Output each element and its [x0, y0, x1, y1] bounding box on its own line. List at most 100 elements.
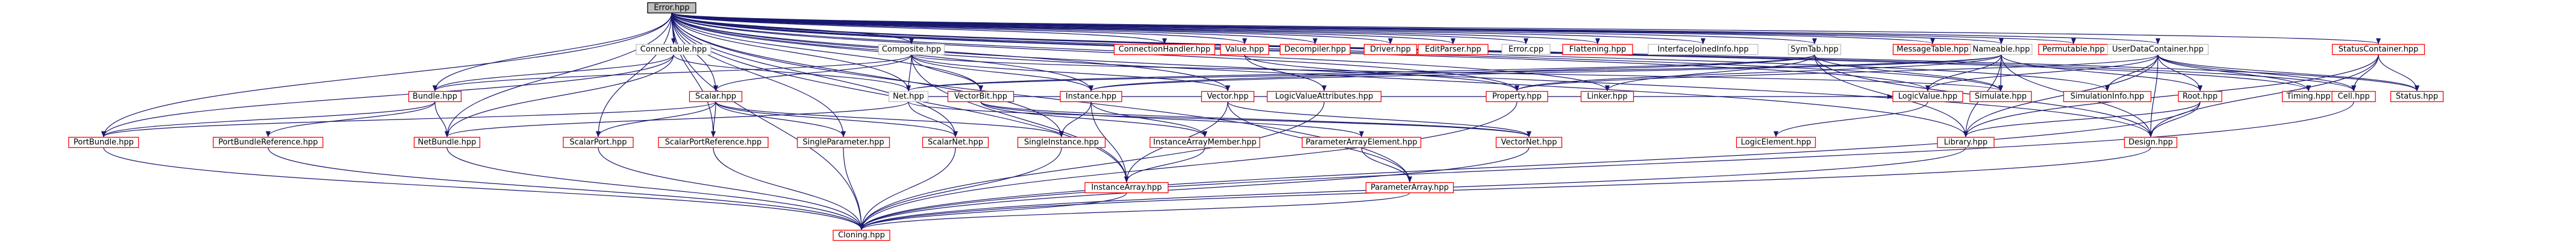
node-instancearraymember-hpp[interactable]: InstanceArrayMember.hpp — [1149, 136, 1260, 148]
node-label: Cell.hpp — [2337, 92, 2369, 101]
node-interfacejoinedinfo-hpp[interactable]: InterfaceJoinedInfo.hpp — [1648, 43, 1758, 56]
node-library-hpp[interactable]: Library.hpp — [1937, 136, 1995, 148]
node-label: InstanceArrayMember.hpp — [1153, 138, 1256, 147]
edge-scalar-to-scalarport — [596, 101, 716, 138]
edge-connectable-to-net — [673, 54, 911, 92]
edge-scalar-to-scalarnet — [715, 101, 958, 138]
node-netbundle-hpp[interactable]: NetBundle.hpp — [413, 136, 481, 148]
node-box — [689, 91, 743, 103]
node-nameable-hpp[interactable]: Nameable.hpp — [1970, 43, 2033, 56]
node-parameterarray-hpp[interactable]: ParameterArray.hpp — [1365, 182, 1454, 194]
edge-userdatacontainer-to-timing — [2157, 54, 2311, 92]
edge-bundle-to-portbundle — [101, 101, 436, 138]
node-label: ScalarNet.hpp — [928, 138, 983, 147]
node-driver-hpp[interactable]: Driver.hpp — [1363, 43, 1418, 56]
node-box — [1418, 43, 1489, 56]
node-status-hpp[interactable]: Status.hpp — [2390, 91, 2444, 103]
edge-userdatacontainer-to-design — [2148, 54, 2159, 138]
node-symtab-hpp[interactable]: SymTab.hpp — [1787, 43, 1842, 56]
node-box — [1648, 43, 1758, 56]
node-permutable-hpp[interactable]: Permutable.hpp — [2038, 43, 2109, 56]
node-logicelement-hpp[interactable]: LogicElement.hpp — [1736, 136, 1816, 148]
node-label: StatusContainer.hpp — [2339, 45, 2419, 54]
node-simulate-hpp[interactable]: Simulate.hpp — [1969, 91, 2032, 103]
node-box — [1495, 136, 1563, 148]
edge-nameable-to-net — [906, 54, 2002, 92]
node-flattening-hpp[interactable]: Flattening.hpp — [1562, 43, 1633, 56]
node-label: EditParser.hpp — [1425, 45, 1481, 54]
node-label: PortBundle.hpp — [73, 138, 134, 147]
edge-error-to-userdatacontainer — [671, 12, 2160, 45]
node-connectionhandler-hpp[interactable]: ConnectionHandler.hpp — [1113, 43, 1216, 56]
node-instancearray-hpp[interactable]: InstanceArray.hpp — [1084, 182, 1169, 194]
node-singleparameter-hpp[interactable]: SingleParameter.hpp — [796, 136, 890, 148]
node-box — [1580, 91, 1634, 103]
node-scalar-hpp[interactable]: Scalar.hpp — [689, 91, 743, 103]
node-logicvalue-hpp[interactable]: LogicValue.hpp — [1892, 91, 1963, 103]
node-value-hpp[interactable]: Value.hpp — [1220, 43, 1269, 56]
edges-layer — [101, 12, 2419, 231]
node-portbundle-hpp[interactable]: PortBundle.hpp — [68, 136, 139, 148]
node-box — [1892, 91, 1963, 103]
node-box — [947, 91, 1014, 103]
node-bundle-hpp[interactable]: Bundle.hpp — [408, 91, 462, 103]
node-label: Cloning.hpp — [838, 231, 885, 240]
node-box — [413, 136, 481, 148]
node-scalarport-hpp[interactable]: ScalarPort.hpp — [563, 136, 634, 148]
node-messagetable-hpp[interactable]: MessageTable.hpp — [1892, 43, 1973, 56]
node-userdatacontainer-hpp[interactable]: UserDataContainer.hpp — [2107, 43, 2209, 56]
edge-composite-to-instancearray — [911, 54, 1129, 183]
node-label: ScalarPortReference.hpp — [665, 138, 761, 147]
node-cell-hpp[interactable]: Cell.hpp — [2331, 91, 2376, 103]
node-root-hpp[interactable]: Root.hpp — [2178, 91, 2222, 103]
node-parameterarrayelement-hpp[interactable]: ParameterArrayElement.hpp — [1301, 136, 1422, 148]
edge-value-to-logicvalueattributes — [1244, 54, 1327, 92]
node-label: Error.hpp — [654, 4, 689, 13]
node-cloning-hpp[interactable]: Cloning.hpp — [833, 229, 890, 241]
edge-composite-to-vectorbit — [911, 54, 983, 92]
node-instance-hpp[interactable]: Instance.hpp — [1060, 91, 1122, 103]
node-net-hpp[interactable]: Net.hpp — [888, 91, 929, 103]
node-logicvalueattributes-hpp[interactable]: LogicValueAttributes.hpp — [1266, 91, 1382, 103]
node-error-cpp[interactable]: Error.cpp — [1501, 43, 1551, 56]
node-vector-hpp[interactable]: Vector.hpp — [1201, 91, 1255, 103]
node-decompiler-hpp[interactable]: Decompiler.hpp — [1280, 43, 1351, 56]
edge-connectable-to-bundle — [433, 54, 674, 92]
node-timing-hpp[interactable]: Timing.hpp — [2281, 91, 2336, 103]
node-box — [1060, 91, 1122, 103]
node-scalarportreference-hpp[interactable]: ScalarPortReference.hpp — [658, 136, 769, 148]
node-composite-hpp[interactable]: Composite.hpp — [878, 43, 945, 56]
edge-instancearraymember-to-instancearray — [1124, 147, 1205, 183]
node-vectornet-hpp[interactable]: VectorNet.hpp — [1495, 136, 1563, 148]
edge-userdatacontainer-to-status — [2157, 54, 2419, 92]
edge-nameable-to-root — [2001, 54, 2202, 92]
node-error-hpp[interactable]: Error.hpp — [647, 2, 696, 14]
edge-symtab-to-linker — [1605, 54, 1815, 92]
edge-statuscontainer-to-library — [1963, 54, 2379, 138]
node-label: Nameable.hpp — [1972, 45, 2030, 54]
node-box — [922, 136, 989, 148]
node-portbundlereference-hpp[interactable]: PortBundleReference.hpp — [213, 136, 324, 148]
edge-instance-to-instancearray — [1090, 101, 1129, 183]
node-label: Driver.hpp — [1370, 45, 1411, 54]
node-vectorbit-hpp[interactable]: VectorBit.hpp — [947, 91, 1014, 103]
node-label: Permutable.hpp — [2042, 45, 2104, 54]
edge-error-to-scalarportreference — [671, 13, 716, 138]
node-scalarnet-hpp[interactable]: ScalarNet.hpp — [922, 136, 989, 148]
edge-composite-to-scalar — [713, 54, 912, 92]
node-linker-hpp[interactable]: Linker.hpp — [1580, 91, 1634, 103]
node-box — [563, 136, 634, 148]
node-statuscontainer-hpp[interactable]: StatusContainer.hpp — [2331, 43, 2425, 56]
node-property-hpp[interactable]: Property.hpp — [1486, 91, 1548, 103]
node-simulationinfo-hpp[interactable]: SimulationInfo.hpp — [2063, 91, 2152, 103]
edge-composite-to-vector — [911, 54, 1230, 92]
node-box — [1969, 91, 2032, 103]
node-editparser-hpp[interactable]: EditParser.hpp — [1418, 43, 1489, 56]
edge-logicvalueattributes-to-cloning — [859, 101, 1325, 231]
node-connectable-hpp[interactable]: Connectable.hpp — [636, 43, 711, 56]
node-box — [1937, 136, 1995, 148]
node-design-hpp[interactable]: Design.hpp — [2124, 136, 2178, 148]
edge-symtab-to-net — [906, 54, 1815, 92]
node-singleinstance-hpp[interactable]: SingleInstance.hpp — [1017, 136, 1106, 148]
